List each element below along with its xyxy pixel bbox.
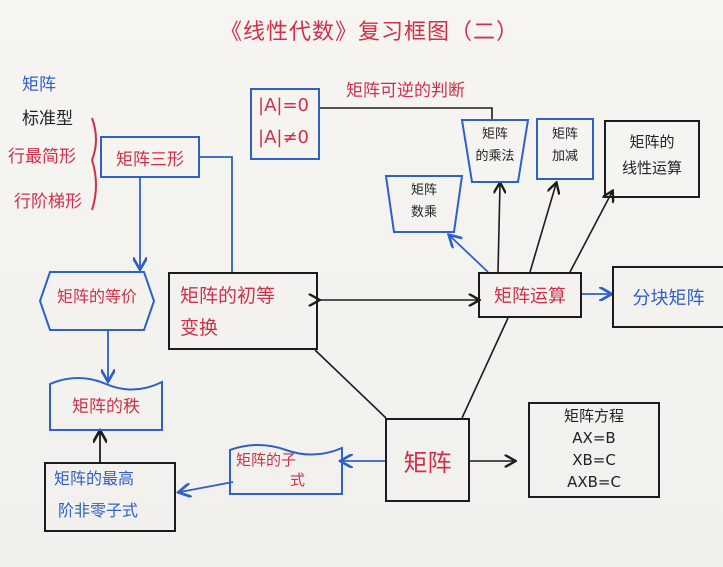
line-elementary-to-matrix xyxy=(314,349,387,419)
node-matrix-label: 矩阵 xyxy=(403,448,452,477)
node-scalar-line1: 矩阵 xyxy=(410,183,437,198)
arrow-ops-to-mult xyxy=(498,184,500,273)
node-scalar-line2: 数乘 xyxy=(410,205,437,220)
node-matrix-equivalence: 矩阵的等价 xyxy=(56,287,137,306)
node-matrix-linear: 矩阵的 线性运算 xyxy=(604,120,700,198)
node-inverse-judgment: 矩阵可逆的判断 xyxy=(346,81,465,101)
node-elementary-line1: 矩阵的初等 xyxy=(180,285,276,307)
node-matrix-addition: 矩阵 加减 xyxy=(536,118,594,180)
node-matrix: 矩阵 xyxy=(385,418,470,502)
node-add-line2: 加减 xyxy=(551,149,578,164)
left-label-matrix: 矩阵 xyxy=(22,75,56,95)
node-equation-title: 矩阵方程 xyxy=(563,407,624,425)
arrow-submatrix-to-minor xyxy=(180,481,234,492)
node-matrix-three-forms: 矩阵三形 xyxy=(100,136,200,178)
node-block-matrix: 分块矩阵 xyxy=(612,266,723,328)
node-submatrix-line2: 式 xyxy=(290,471,306,489)
node-equation-2: XB=C xyxy=(572,451,616,469)
line-det-to-inverse xyxy=(320,107,493,120)
arrow-ops-to-add xyxy=(529,184,556,273)
node-equation-1: AX=B xyxy=(572,429,616,447)
node-det-conditions: |A|=0 |A|≠0 xyxy=(250,88,320,160)
node-matrix-rank: 矩阵的秩 xyxy=(72,397,140,417)
trapezoid-scalar-shape xyxy=(384,175,464,233)
node-submatrix-line1: 矩阵的子 xyxy=(236,451,297,469)
node-highest-minor-line1: 矩阵的最高 xyxy=(54,469,135,488)
node-equation-3: AXB=C xyxy=(567,473,621,491)
arrow-ops-to-transpose xyxy=(450,236,489,273)
page-title: 《线性代数》复习框图（二） xyxy=(220,20,520,45)
node-elementary-line2: 变换 xyxy=(180,317,219,339)
node-mult-line1: 矩阵 xyxy=(481,127,508,142)
left-label-standard: 标准型 xyxy=(22,109,73,129)
trapezoid-mult-shape xyxy=(460,119,530,183)
node-linear-line2: 线性运算 xyxy=(621,159,682,177)
left-label-row-reduced: 行最简形 xyxy=(8,147,76,167)
arrow-ops-to-linear xyxy=(569,192,612,273)
line-operations-to-matrix xyxy=(461,317,509,419)
left-bracket xyxy=(90,117,97,211)
node-matrix-operations: 矩阵运算 xyxy=(478,272,582,318)
wavy-submatrix-shape xyxy=(229,444,343,495)
node-add-line1: 矩阵 xyxy=(551,127,578,142)
node-matrix-operations-label: 矩阵运算 xyxy=(494,286,566,307)
hexagon-shape xyxy=(38,271,156,331)
node-elementary-transform: 矩阵的初等 变换 xyxy=(168,272,318,350)
left-label-row-echelon: 行阶梯形 xyxy=(14,192,82,212)
line-threeforms-to-elementary xyxy=(200,156,233,272)
node-det-neq-zero: |A|≠0 xyxy=(258,127,309,148)
wavy-box-shape xyxy=(49,377,163,431)
node-matrix-equation: 矩阵方程 AX=B XB=C AXB=C xyxy=(528,402,660,498)
node-highest-minor: 矩阵的最高 阶非零子式 xyxy=(44,462,176,532)
node-matrix-three-forms-label: 矩阵三形 xyxy=(116,149,184,170)
node-mult-line2: 的乘法 xyxy=(475,149,515,164)
node-det-eq-zero: |A|=0 xyxy=(258,95,309,116)
node-block-matrix-label: 分块矩阵 xyxy=(632,288,705,309)
node-linear-line1: 矩阵的 xyxy=(629,133,675,151)
node-highest-minor-line2: 阶非零子式 xyxy=(58,501,139,520)
